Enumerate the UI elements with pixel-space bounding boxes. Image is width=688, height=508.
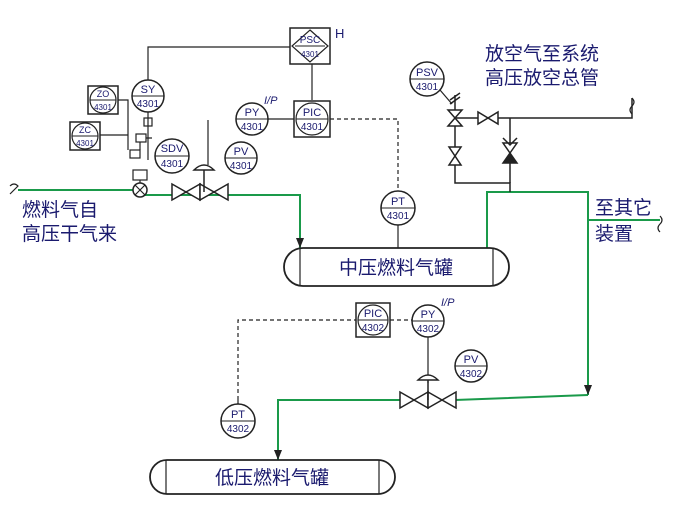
other-label-line2: 装置 [595, 223, 633, 245]
pic1-to-pt1-line [330, 118, 399, 190]
pt2-num: 4302 [227, 424, 250, 435]
mark-h: H [335, 26, 344, 41]
instrument-pic-4302: PIC 4302 [355, 302, 391, 338]
instrument-psv-4301: PSV 4301 [409, 61, 445, 97]
instrument-pt-4302: PT 4302 [220, 403, 256, 439]
pv2-num: 4302 [460, 369, 483, 380]
instrument-pv-4302: PV 4302 [454, 349, 488, 383]
vent-gate-valve [477, 110, 499, 126]
pv1-tag: PV [234, 146, 249, 158]
pic1-tag: PIC [303, 107, 321, 119]
instrument-pic-4301: PIC 4301 [293, 100, 331, 138]
sy-tag: SY [141, 84, 156, 96]
sdv-num: 4301 [161, 159, 184, 170]
vessel-low-pressure: 低压燃料气罐 [149, 459, 396, 495]
instrument-py-4302: PY 4302 [411, 304, 445, 338]
vessel-low-label: 低压燃料气罐 [215, 467, 329, 489]
pic2-tag: PIC [364, 308, 382, 320]
py2-num: 4302 [417, 324, 440, 335]
pic1-num: 4301 [301, 122, 324, 133]
zo-tag: ZO [97, 89, 110, 99]
zc-tag: ZC [79, 125, 91, 135]
arrow-down-other [584, 385, 592, 395]
psc-tag: PSC [300, 35, 321, 46]
vent-label-line1: 放空气至系统 [485, 43, 599, 65]
instrument-psc-4301: PSC 4301 [289, 27, 331, 65]
mark-ip2: I/P [441, 297, 455, 309]
instrument-py-4301: PY 4301 [235, 102, 269, 136]
mark-ip1: I/P [264, 95, 278, 107]
pt1-num: 4301 [387, 211, 410, 222]
psc-to-sy-line [147, 46, 290, 80]
arrow-into-low-vessel [274, 450, 282, 460]
vent-piping [454, 95, 633, 192]
supply-label-line1: 燃料气自 [22, 199, 98, 221]
zo-num: 4301 [94, 103, 112, 112]
sy-num: 4301 [137, 99, 160, 110]
instrument-sy-4301: SY 4301 [131, 79, 165, 113]
pt2-tag: PT [231, 409, 245, 421]
instrument-zc-4301: ZC 4301 [69, 121, 101, 151]
instrument-pt-4301: PT 4301 [380, 190, 416, 226]
vent-label-line2: 高压放空总管 [485, 67, 599, 89]
psv-connector [439, 89, 453, 105]
low-pressure-feed-line [277, 394, 589, 460]
pv1-num: 4301 [230, 161, 253, 172]
sdv-valve-body [132, 169, 148, 198]
pv2-control-valve [399, 374, 457, 410]
instrument-zo-4301: ZO 4301 [87, 85, 119, 115]
vessel-mid-label: 中压燃料气罐 [339, 257, 453, 279]
supply-label-line2: 高压干气来 [22, 223, 117, 245]
vessel-mid-pressure: 中压燃料气罐 [283, 247, 510, 287]
zc-num: 4301 [76, 139, 94, 148]
py1-tag: PY [245, 107, 260, 119]
pic2-num: 4302 [362, 323, 385, 334]
vent-check-valve [501, 137, 519, 164]
mid-to-other-line [486, 191, 589, 395]
supply-pipe-end [9, 183, 19, 195]
other-pipe-end [657, 215, 663, 233]
zo-to-sdv-line [118, 99, 129, 150]
py1-num: 4301 [241, 122, 264, 133]
sdv-tag: SDV [161, 143, 184, 155]
psv-tag: PSV [416, 67, 439, 79]
other-label-line1: 至其它 [595, 197, 652, 219]
py2-tag: PY [421, 309, 436, 321]
solenoid-symbol [129, 117, 153, 159]
instrument-pv-4301: PV 4301 [224, 141, 258, 175]
psc-num: 4301 [301, 50, 319, 59]
psv-num: 4301 [416, 82, 439, 93]
pic2-to-pt2-line [237, 319, 358, 408]
pt1-tag: PT [391, 196, 405, 208]
signal-lines [100, 46, 313, 165]
arrow-into-mid-vessel [296, 238, 304, 248]
flow-arrows [274, 238, 592, 460]
dashed-signal-lines [237, 118, 412, 408]
instrument-sdv-4301: SDV 4301 [154, 138, 190, 174]
pv2-tag: PV [464, 354, 479, 366]
drain-gate-valve [447, 146, 463, 166]
pv1-control-valve [171, 164, 229, 202]
